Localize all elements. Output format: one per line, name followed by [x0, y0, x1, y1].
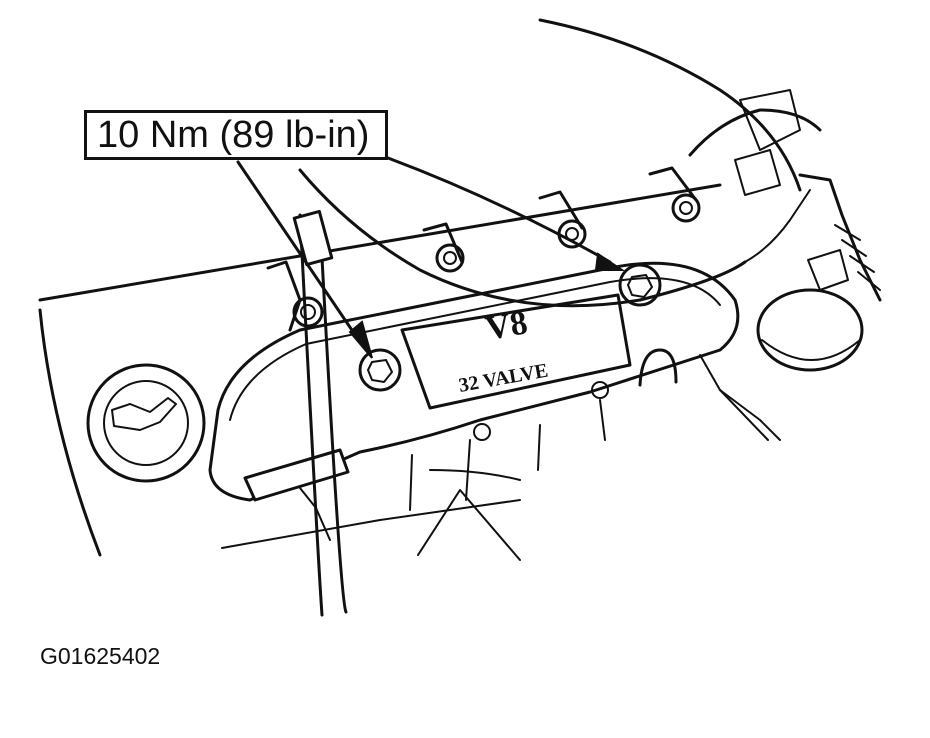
leader-line-bottom-2	[719, 389, 769, 441]
emblem-plate	[400, 293, 632, 410]
small-bolt-1	[473, 423, 491, 441]
sensor-connector	[734, 89, 801, 196]
sensor-lead-braid	[834, 224, 881, 291]
hose-outline	[538, 18, 802, 192]
bolt-boss-2	[422, 222, 465, 273]
leader-arrow-right	[594, 252, 626, 271]
leader-arrow-left	[348, 320, 373, 359]
sensor-clip	[807, 249, 849, 291]
engine-cover-left-edge	[38, 308, 102, 557]
sensor-lead	[798, 173, 882, 302]
leader-line-bottom-1	[417, 489, 521, 561]
bolt-boss-4	[648, 166, 701, 223]
oil-filler-cap	[86, 363, 206, 483]
coolant-cap	[756, 288, 864, 372]
valve-cover-inner-rim	[229, 277, 721, 421]
wiring-harness	[318, 218, 348, 614]
dipstick-loop	[638, 348, 678, 387]
lower-bracket	[429, 469, 521, 481]
leader-line-left	[236, 160, 362, 344]
torque-callout: 10 Nm (89 lb-in)	[84, 110, 388, 160]
manifold-edge	[699, 354, 781, 441]
torque-bolt-right	[618, 263, 662, 307]
hose-outline-2	[688, 108, 822, 157]
bolt-boss-3	[538, 190, 587, 249]
leader-line-right	[386, 156, 612, 264]
wiring-harness-2	[298, 213, 324, 617]
emblem-v8: V8	[483, 304, 530, 348]
bolt-boss-1	[266, 260, 324, 332]
small-bolt-2	[591, 381, 609, 399]
torque-bolt-left	[358, 348, 402, 392]
harness-loop	[298, 168, 747, 308]
harness-clip	[292, 209, 334, 267]
figure-id: G01625402	[40, 643, 161, 669]
engine-cover-outline	[38, 183, 722, 302]
harness-wire	[744, 189, 811, 263]
lower-ribs	[409, 399, 606, 511]
